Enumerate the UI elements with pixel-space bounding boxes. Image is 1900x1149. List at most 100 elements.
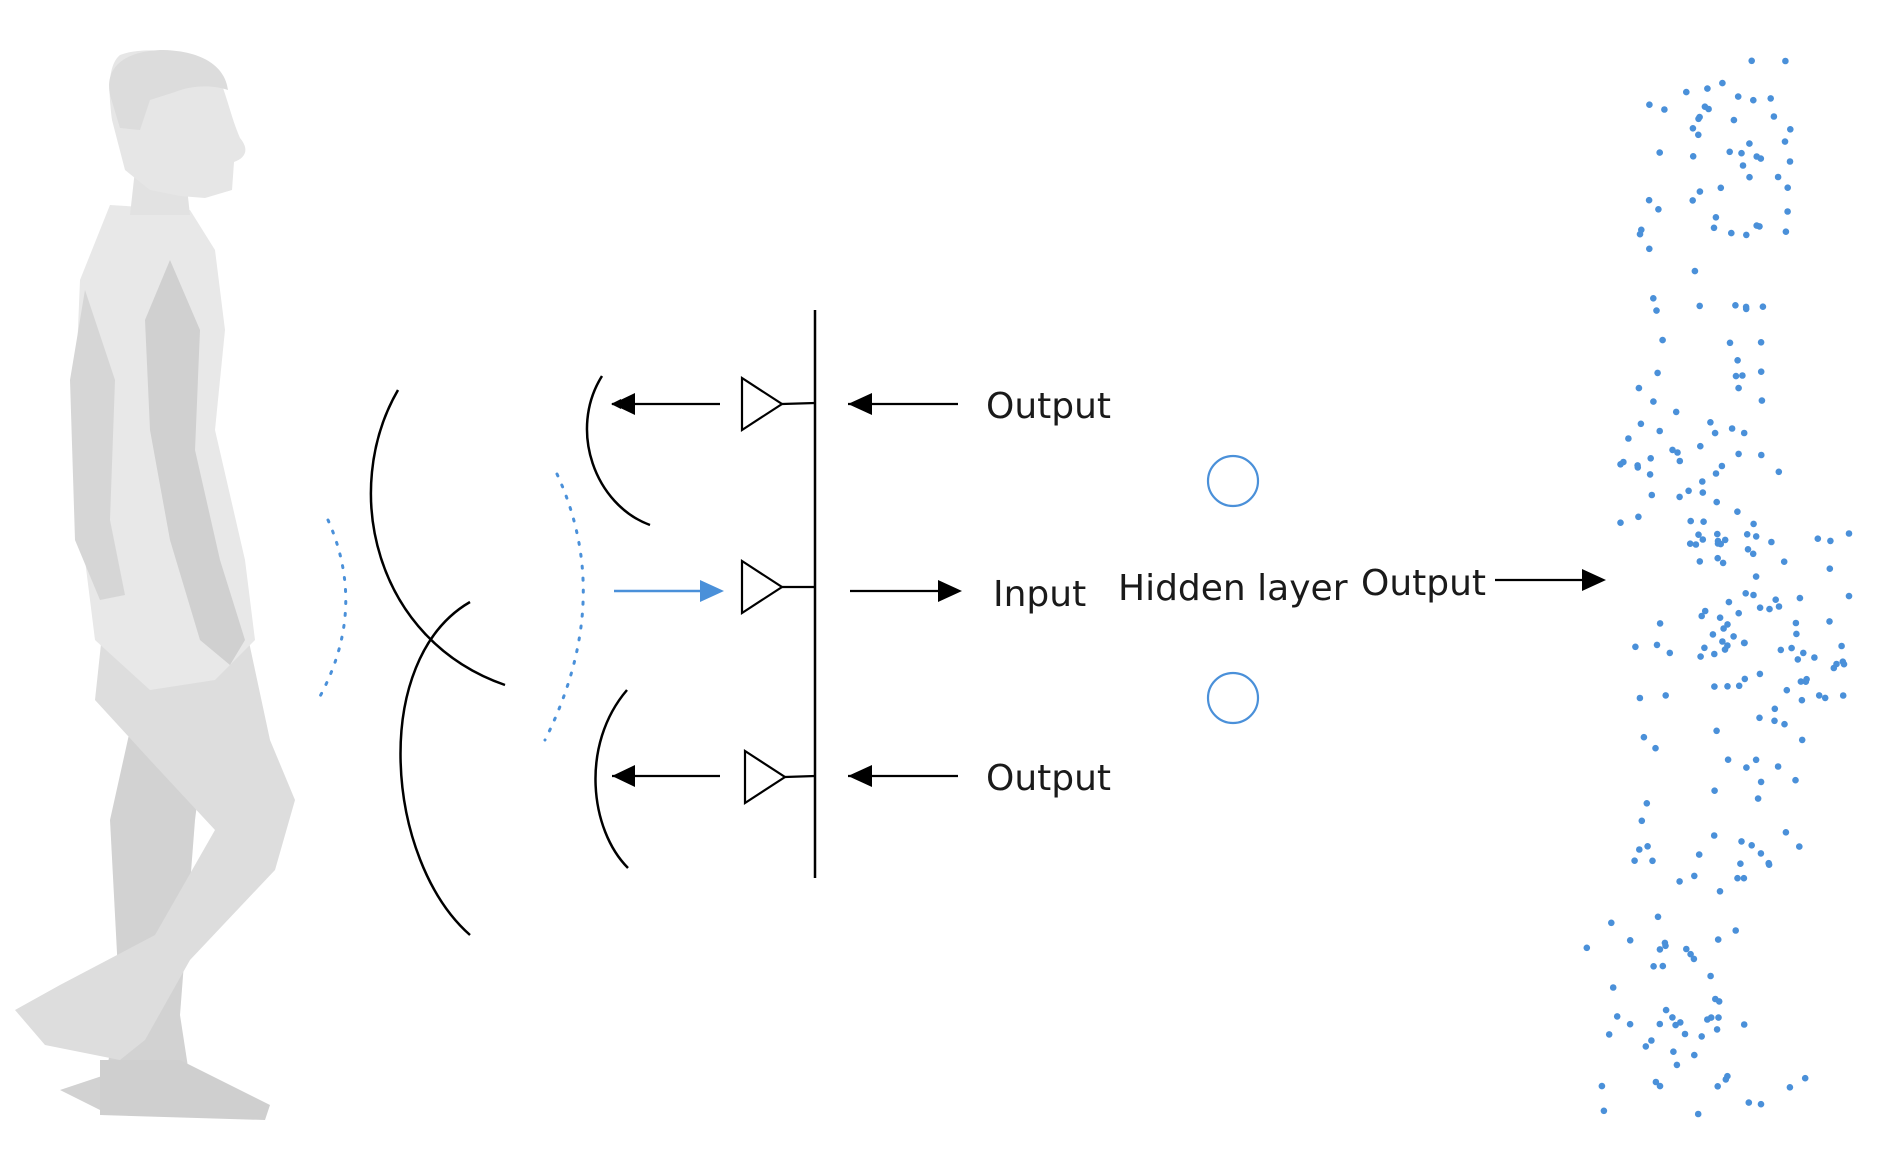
point-cloud-dot	[1662, 942, 1669, 950]
point-cloud-dot	[1626, 937, 1634, 944]
point-cloud-dot	[1620, 458, 1627, 466]
point-cloud-dot	[1801, 1074, 1809, 1082]
point-cloud-dot	[1669, 446, 1676, 454]
point-cloud-dot	[1711, 429, 1719, 437]
point-cloud-dot	[1719, 559, 1727, 567]
label-input: Input	[993, 574, 1086, 615]
point-cloud-dot	[1735, 384, 1742, 392]
point-cloud-dot	[1784, 184, 1791, 191]
point-cloud-dot	[1656, 1082, 1664, 1090]
point-cloud-dot	[1757, 155, 1765, 162]
point-cloud-dot	[1732, 927, 1739, 934]
point-cloud-dot	[1681, 1030, 1689, 1038]
point-cloud-dot	[1699, 489, 1707, 496]
point-cloud-dot	[1725, 598, 1733, 606]
point-cloud-dot	[1648, 1037, 1655, 1044]
point-cloud-dot	[1647, 455, 1654, 462]
point-cloud-dot	[1583, 944, 1591, 952]
point-cloud-dot	[1694, 1110, 1702, 1118]
point-cloud-dot	[1710, 832, 1718, 839]
point-cloud-dot	[1845, 592, 1853, 600]
point-cloud-dot	[1827, 537, 1834, 545]
point-cloud-dot	[1746, 173, 1753, 181]
point-cloud-dot	[1659, 962, 1667, 970]
label-output-bottom: Output	[986, 758, 1111, 799]
point-cloud-dot	[1728, 425, 1736, 432]
point-cloud-dot	[1634, 464, 1642, 471]
point-cloud-dot	[1782, 57, 1789, 65]
point-cloud-dot	[1650, 295, 1657, 302]
point-cloud-dot	[1635, 384, 1643, 392]
point-cloud-dot	[1735, 609, 1742, 617]
point-cloud-dot	[1701, 644, 1708, 652]
point-cloud-dot	[1724, 621, 1731, 628]
point-cloud-dot	[1659, 336, 1666, 344]
point-cloud-dot	[1701, 607, 1709, 615]
point-cloud-dot	[1756, 714, 1763, 722]
point-cloud-dot	[1782, 829, 1790, 836]
point-cloud-dot	[1644, 843, 1651, 850]
point-cloud-dot	[1793, 630, 1800, 638]
point-cloud-dot	[1656, 620, 1664, 627]
point-cloud-dot	[1690, 955, 1698, 963]
point-cloud-dot	[1758, 397, 1766, 404]
point-cloud-dot	[1683, 945, 1690, 953]
point-cloud-dot	[1752, 533, 1760, 540]
point-cloud-dot	[1758, 451, 1765, 459]
point-cloud-dot	[1698, 612, 1705, 620]
point-cloud-dot	[1710, 224, 1718, 232]
point-cloud-dot	[1676, 878, 1683, 885]
point-cloud-dot	[1734, 874, 1741, 882]
point-cloud-dot	[1646, 101, 1653, 108]
point-cloud-dot	[1696, 302, 1703, 310]
point-cloud-dot	[1689, 153, 1697, 160]
point-cloud-dot	[1716, 614, 1724, 621]
point-cloud-dot	[1683, 88, 1690, 96]
point-cloud-dot	[1775, 468, 1783, 476]
point-cloud-dot	[1608, 919, 1615, 927]
point-cloud-dot	[1752, 756, 1760, 764]
point-cloud-dot	[1774, 763, 1782, 770]
point-cloud-dot	[1626, 1020, 1634, 1028]
point-cloud-dot	[1757, 368, 1765, 376]
point-cloud-dot	[1672, 1021, 1679, 1029]
wave-arc-large-upper	[369, 389, 506, 687]
walking-person-icon	[15, 50, 295, 1120]
point-cloud-dot	[1815, 692, 1823, 699]
point-cloud-dot	[1750, 520, 1757, 528]
point-cloud-dot	[1711, 787, 1718, 794]
triangle-amplifier-icon	[740, 375, 785, 433]
point-cloud-dot	[1711, 683, 1718, 690]
point-cloud-dot	[1695, 851, 1703, 858]
point-cloud-dot	[1757, 778, 1765, 786]
point-cloud-dot	[1744, 546, 1752, 553]
label-output-right: Output	[1361, 563, 1486, 604]
point-cloud-dot	[1699, 536, 1707, 543]
point-cloud-dot	[1713, 1026, 1721, 1033]
point-cloud-dot	[1714, 554, 1721, 562]
point-cloud-dot	[1740, 429, 1748, 437]
point-cloud-dot	[1695, 131, 1702, 139]
point-cloud-dot	[1800, 649, 1807, 657]
point-cloud-dot	[1775, 603, 1783, 610]
point-cloud-dot	[1609, 984, 1617, 991]
label-hidden-layer: Hidden layer	[1118, 568, 1348, 609]
point-cloud-dot	[1739, 162, 1747, 169]
point-cloud-dot	[1652, 744, 1659, 752]
point-cloud-dot	[1732, 372, 1740, 380]
point-cloud-dot	[1821, 694, 1829, 702]
point-cloud-dot	[1759, 303, 1767, 311]
wave-arc-large-lower	[399, 600, 471, 936]
point-cloud-dot	[1839, 692, 1847, 699]
point-cloud-dot	[1756, 223, 1763, 230]
point-cloud-dot	[1726, 339, 1734, 347]
point-cloud-dot	[1796, 594, 1804, 602]
point-cloud-dot	[1691, 872, 1698, 880]
point-cloud-dot	[1786, 158, 1794, 165]
point-cloud-dot	[1617, 519, 1624, 526]
point-cloud-dot	[1717, 184, 1725, 192]
point-cloud-dot	[1746, 140, 1753, 147]
point-cloud-dot	[1752, 573, 1760, 580]
